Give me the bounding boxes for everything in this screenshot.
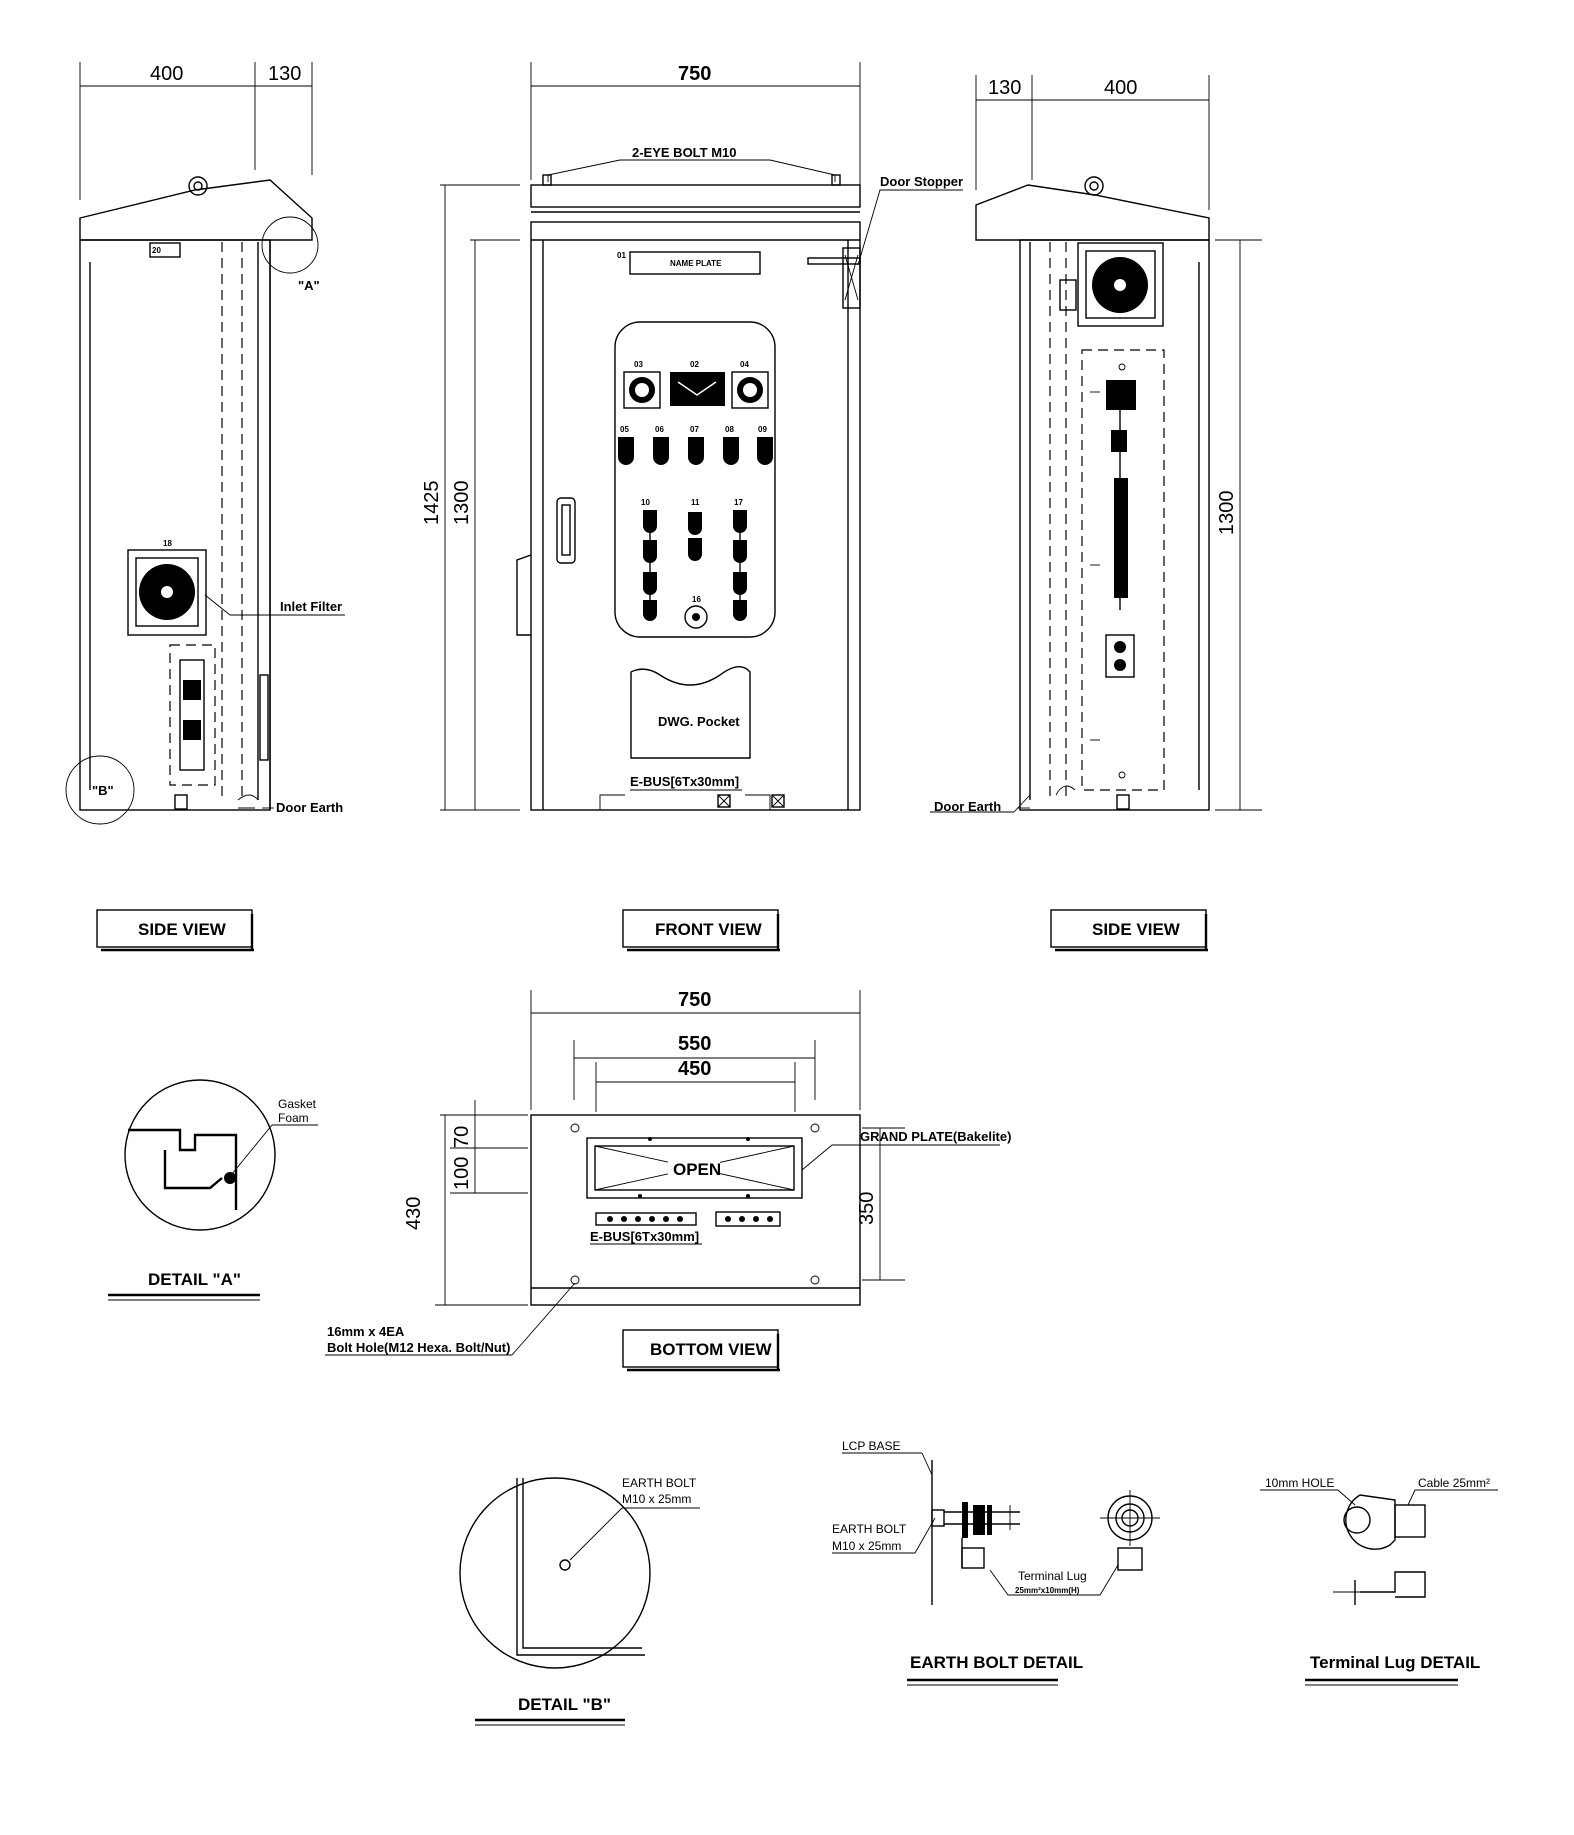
dim-bottom-430: 430 [403, 1197, 425, 1230]
front-view: 750 2-EYE BOLT M10 NAME PLATE 01 Door St… [421, 62, 963, 952]
earth-bolt-b-label-2: M10 x 25mm [622, 1492, 691, 1506]
indicator-lamps-row: 05 06 07 08 09 [618, 425, 773, 465]
title-terminal-lug-detail: Terminal Lug DETAIL [1310, 1653, 1480, 1672]
svg-text:09: 09 [758, 425, 767, 434]
detail-a-circle [261, 216, 319, 274]
detail-b-mark: "B" [92, 783, 114, 798]
svg-text:01: 01 [617, 251, 626, 260]
bolt-hole-label-2: Bolt Hole(M12 Hexa. Bolt/Nut) [327, 1340, 510, 1355]
dwg-pocket-label: DWG. Pocket [658, 714, 740, 729]
terminal-lug-label-1: Terminal Lug [1018, 1569, 1087, 1583]
svg-text:05: 05 [620, 425, 629, 434]
detail-a-mark: "A" [298, 278, 320, 293]
dim-front-1425: 1425 [421, 481, 443, 526]
svg-text:11: 11 [691, 498, 700, 507]
terminal-lug-label-2: 25mm²x10mm(H) [1015, 1586, 1080, 1595]
svg-text:04: 04 [740, 360, 749, 369]
door-stopper-label: Door Stopper [880, 174, 963, 189]
left-side-view: 400 130 20 "A" 18 Inlet Filter "B" Door … [65, 62, 345, 952]
dim-bottom-350: 350 [856, 1192, 878, 1225]
title-bottom-view: BOTTOM VIEW [650, 1340, 772, 1359]
grand-plate-label: GRAND PLATE(Bakelite) [860, 1129, 1011, 1144]
title-side-view-right: SIDE VIEW [1092, 920, 1181, 939]
door-earth-left-label: Door Earth [276, 800, 343, 815]
open-label: OPEN [673, 1160, 721, 1179]
name-plate-label: NAME PLATE [670, 259, 722, 268]
cable-label: Cable 25mm² [1418, 1476, 1490, 1490]
detail-b-circle [65, 755, 135, 825]
title-detail-a: DETAIL "A" [148, 1270, 241, 1289]
dim-right-1300: 1300 [1216, 491, 1238, 536]
title-side-view-left: SIDE VIEW [138, 920, 227, 939]
title-front-view: FRONT VIEW [655, 920, 763, 939]
meter-center [670, 372, 725, 406]
svg-text:18: 18 [163, 539, 172, 548]
svg-text:16: 16 [692, 595, 701, 604]
meter-left [623, 371, 661, 409]
dim-right-130: 130 [988, 77, 1021, 99]
dim-bottom-750: 750 [678, 989, 711, 1011]
buzzer [684, 605, 708, 629]
title-detail-b: DETAIL "B" [518, 1695, 611, 1714]
terminal-lug-detail: 10mm HOLE Cable 25mm² Terminal Lug DETAI… [1260, 1476, 1498, 1686]
gasket-label-1: Gasket [278, 1097, 317, 1111]
hole-10mm-label: 10mm HOLE [1265, 1476, 1334, 1490]
gasket-label-2: Foam [278, 1111, 309, 1125]
earth-bolt-d-label-2: M10 x 25mm [832, 1539, 901, 1553]
dim-front-1300: 1300 [451, 481, 473, 526]
dim-left-130: 130 [268, 63, 301, 85]
dim-left-400: 400 [150, 63, 183, 85]
svg-text:06: 06 [655, 425, 664, 434]
svg-text:10: 10 [641, 498, 650, 507]
eye-bolt-right-icon [1084, 176, 1104, 196]
title-earth-bolt-detail: EARTH BOLT DETAIL [910, 1653, 1083, 1672]
svg-text:20: 20 [152, 246, 161, 255]
eye-bolt-icon [188, 176, 208, 196]
earth-bolt-detail: LCP BASE EARTH BOLT M10 x 25mm Terminal … [832, 1439, 1160, 1686]
dim-front-750: 750 [678, 63, 711, 85]
bolt-hole-label-1: 16mm x 4EA [327, 1324, 405, 1339]
ebus-bottom-label: E-BUS[6Tx30mm] [590, 1229, 699, 1244]
dim-bottom-550: 550 [678, 1033, 711, 1055]
detail-a: Gasket Foam DETAIL "A" [108, 1079, 318, 1301]
right-side-view: 130 400 Door Earth 1300 SIDE VIEW [930, 75, 1262, 952]
dim-right-400: 400 [1104, 77, 1137, 99]
svg-text:08: 08 [725, 425, 734, 434]
svg-text:03: 03 [634, 360, 643, 369]
meter-right [731, 371, 769, 409]
door-handle[interactable] [556, 497, 576, 564]
bottom-view: 750 550 450 OPEN GRAND PLATE(Bakelite) E… [325, 989, 1011, 1372]
dim-bottom-100: 100 [451, 1157, 473, 1190]
dim-bottom-450: 450 [678, 1058, 711, 1080]
ebus-front-label: E-BUS[6Tx30mm] [630, 774, 739, 789]
svg-text:07: 07 [690, 425, 699, 434]
inlet-filter-label: Inlet Filter [280, 599, 342, 614]
door-earth-right-label: Door Earth [934, 799, 1001, 814]
earth-bolt-d-label-1: EARTH BOLT [832, 1522, 907, 1536]
detail-b: EARTH BOLT M10 x 25mm DETAIL "B" [459, 1476, 700, 1726]
svg-text:02: 02 [690, 360, 699, 369]
earth-bolt-b-label-1: EARTH BOLT [622, 1476, 697, 1490]
dim-bottom-70: 70 [451, 1126, 473, 1148]
svg-text:17: 17 [734, 498, 743, 507]
eye-bolt-label: 2-EYE BOLT M10 [632, 145, 737, 160]
lcp-base-label: LCP BASE [842, 1439, 900, 1453]
